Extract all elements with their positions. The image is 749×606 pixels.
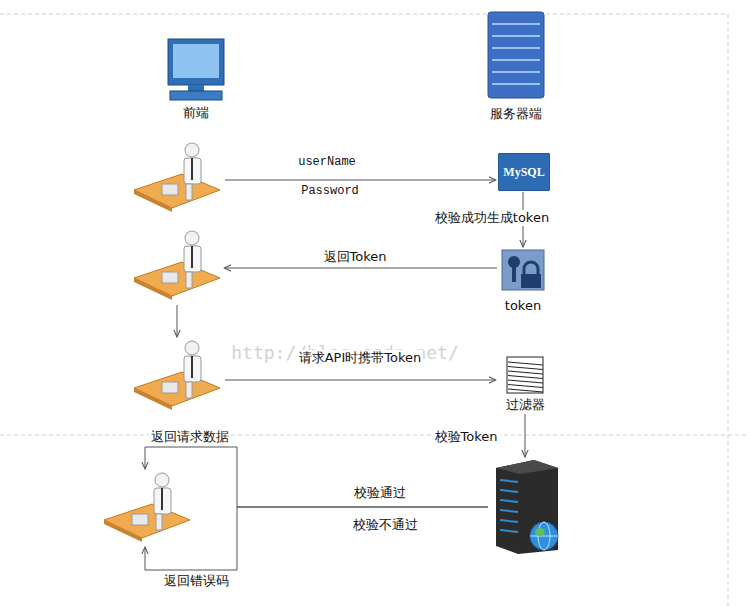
- filter-node: 过滤器: [498, 355, 552, 413]
- edge-label: 校验通过: [352, 485, 408, 501]
- node-label: 前端: [183, 105, 209, 121]
- flow-arrow: [145, 447, 488, 507]
- pc-node: 前端: [160, 35, 232, 121]
- node-label: 过滤器: [506, 397, 545, 413]
- edge-label: 校验成功生成token: [433, 210, 551, 226]
- edge-label: userName: [296, 154, 358, 170]
- edge-label: 返回Token: [322, 249, 389, 265]
- node-label: token: [505, 298, 541, 314]
- note-label: 返回错误码: [162, 573, 231, 589]
- edge-label: 请求API时携带Token: [297, 350, 424, 366]
- edge-label: 校验不通过: [351, 517, 420, 533]
- person-node: [130, 140, 222, 216]
- person-node: [130, 338, 222, 414]
- person-node: [100, 470, 192, 546]
- node-label: 服务器端: [490, 106, 542, 122]
- flow-arrow: [177, 305, 178, 337]
- rack-node: 服务器端: [478, 10, 554, 122]
- flow-arrow: [224, 268, 497, 269]
- node-label: MySQL: [503, 164, 544, 180]
- flow-arrow: [525, 414, 526, 457]
- dashed-border: [0, 14, 728, 15]
- person-icon: [130, 228, 222, 304]
- dashed-divider: [0, 435, 749, 436]
- field-label: Password: [299, 183, 361, 199]
- server-node: [488, 458, 564, 556]
- mysql-node: MySQL: [498, 153, 550, 191]
- dashed-border: [728, 14, 729, 606]
- person-icon: [100, 470, 192, 546]
- person-icon: [130, 338, 222, 414]
- server-icon: [488, 458, 564, 556]
- flow-arrow: [225, 380, 496, 381]
- edge-label: 校验Token: [433, 429, 500, 445]
- flow-arrow: [225, 180, 496, 181]
- person-node: [130, 228, 222, 304]
- person-icon: [130, 140, 222, 216]
- flow-arrow: [145, 507, 488, 570]
- note-label: 返回请求数据: [149, 429, 231, 445]
- token-node: token: [500, 248, 546, 314]
- rack-icon: [478, 10, 554, 122]
